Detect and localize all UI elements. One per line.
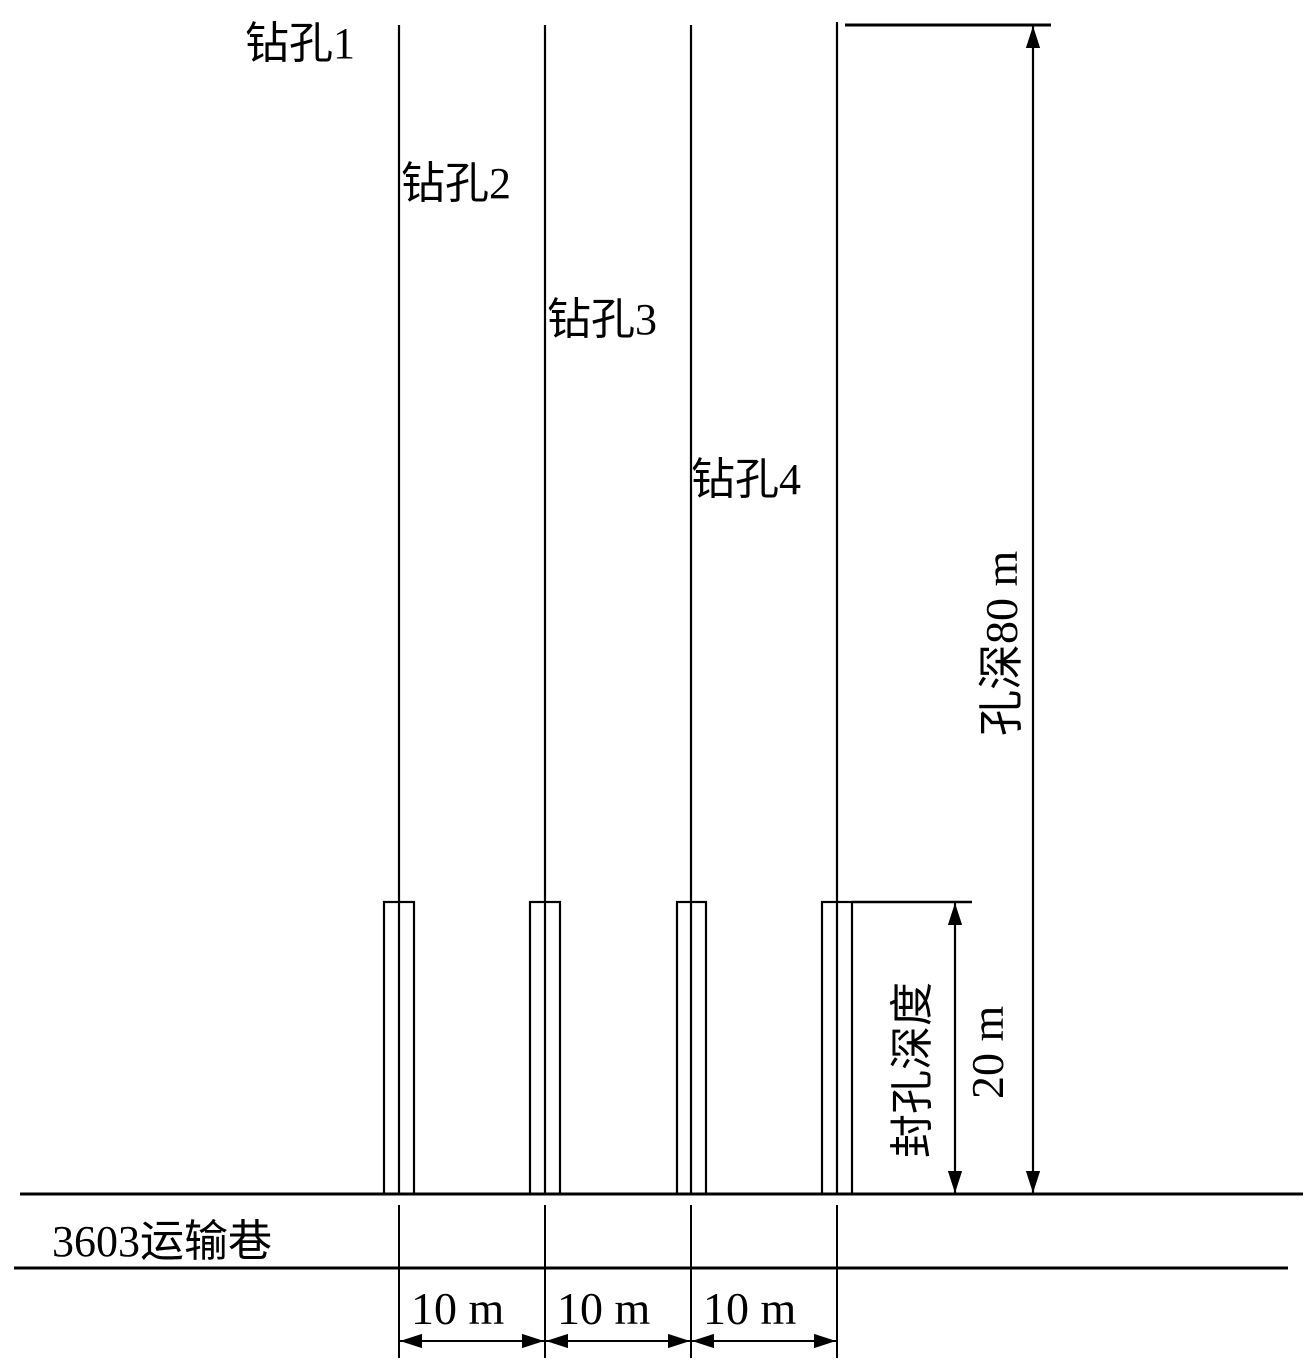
spacing-label-1: 10 m	[411, 1283, 505, 1334]
borehole-2-label: 钻孔2	[401, 159, 511, 208]
roadway	[14, 1192, 1303, 1270]
borehole-labels: 钻孔1 钻孔2 钻孔3 钻孔4	[245, 19, 801, 504]
seal-depth-dimension	[852, 900, 972, 1193]
borehole-3-label: 钻孔3	[547, 295, 657, 344]
seal-depth-value: 20 m	[962, 1006, 1013, 1100]
spacing-ticks	[398, 1205, 838, 1358]
borehole-lines	[397, 22, 839, 1194]
spacing-label-3: 10 m	[703, 1283, 797, 1334]
sealing-sections	[382, 900, 854, 1196]
borehole-1-label: 钻孔1	[245, 19, 355, 68]
borehole-4-label: 钻孔4	[691, 455, 801, 504]
hole-depth-dimension	[845, 23, 1051, 1193]
hole-depth-label: 孔深80 m	[976, 551, 1027, 737]
roadway-label: 3603运输巷	[52, 1217, 272, 1266]
seal-depth-label: 封孔深度	[888, 982, 937, 1158]
spacing-label-2: 10 m	[557, 1283, 651, 1334]
